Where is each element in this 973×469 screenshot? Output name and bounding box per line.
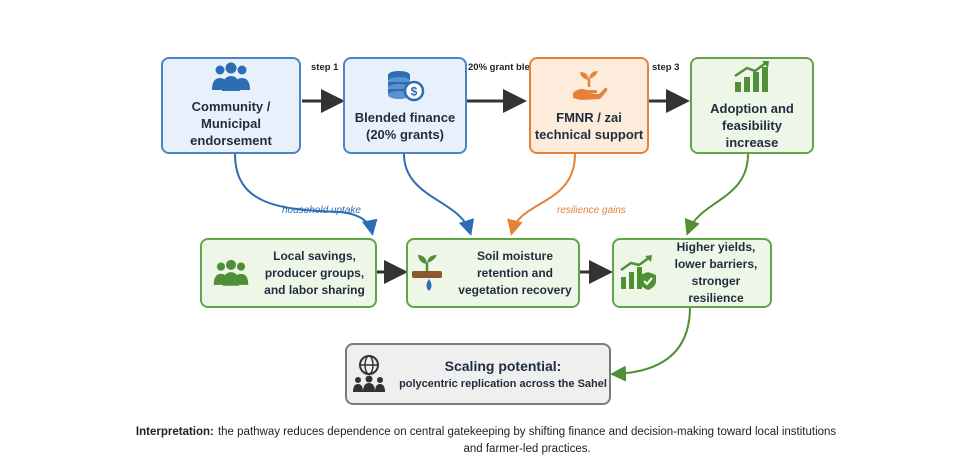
interpretation-note: Interpretation: the pathway reduces depe… (0, 424, 973, 458)
interpretation-lead: Interpretation: (135, 426, 214, 438)
node-soil-moisture: Soil moisture retention and vegetation r… (406, 238, 580, 308)
globe-people-icon (353, 355, 386, 392)
node-adoption-label: Adoption and feasibility increase (710, 101, 794, 150)
node-community-endorsement: Community / Municipal endorsement (161, 57, 301, 154)
svg-text:$: $ (411, 84, 418, 98)
node-scaling-potential: Scaling potential: polycentric replicati… (345, 343, 611, 405)
node-fmnr-label: FMNR / zai technical support (534, 109, 644, 142)
curve-resilience-gains (507, 153, 576, 236)
scaling-title: Scaling potential: (444, 357, 562, 374)
bar-chart-growth-icon (734, 61, 769, 92)
label-resilience-gains: resilience gains (557, 205, 626, 216)
hand-sprout-icon (573, 70, 608, 100)
node-community-label: Community / Municipal endorsement (190, 99, 272, 148)
scaling-subtitle: polycentric replication across the Sahel (399, 377, 607, 390)
interpretation-text: the pathway reduces dependence on centra… (217, 426, 837, 455)
coins-dollar-icon: $ (388, 70, 425, 101)
node-adoption: Adoption and feasibility increase (690, 57, 814, 154)
curve-household-uptake (234, 153, 378, 236)
node-local-savings: Local savings, producer groups, and labo… (200, 238, 377, 308)
curve-blended-to-soil (403, 153, 475, 236)
edge-label-step3: step 3 (652, 62, 680, 73)
node-higher-yields: Higher yields, lower barriers, stronger … (612, 238, 772, 308)
node-fmnr-support: FMNR / zai technical support (529, 57, 649, 154)
chart-shield-icon (620, 255, 656, 290)
node-blended-finance: $ Blended finance (20% grants) (343, 57, 467, 154)
people-group-icon (212, 62, 250, 91)
node-blended-label: Blended finance (20% grants) (354, 109, 456, 142)
people-group-icon (213, 259, 248, 286)
node-yields-label: Higher yields, lower barriers, stronger … (674, 240, 758, 305)
curve-adoption-to-yields (684, 153, 749, 236)
label-household-uptake: household uptake (282, 205, 361, 216)
edge-label-grant-blend: 20% grant blend (468, 62, 542, 73)
curve-yields-to-scaling (610, 306, 691, 382)
edge-label-step1: step 1 (311, 62, 339, 73)
node-soil-label: Soil moisture retention and vegetation r… (458, 248, 572, 297)
sprout-water-drop-icon (412, 255, 442, 291)
node-savings-label: Local savings, producer groups, and labo… (264, 248, 365, 297)
